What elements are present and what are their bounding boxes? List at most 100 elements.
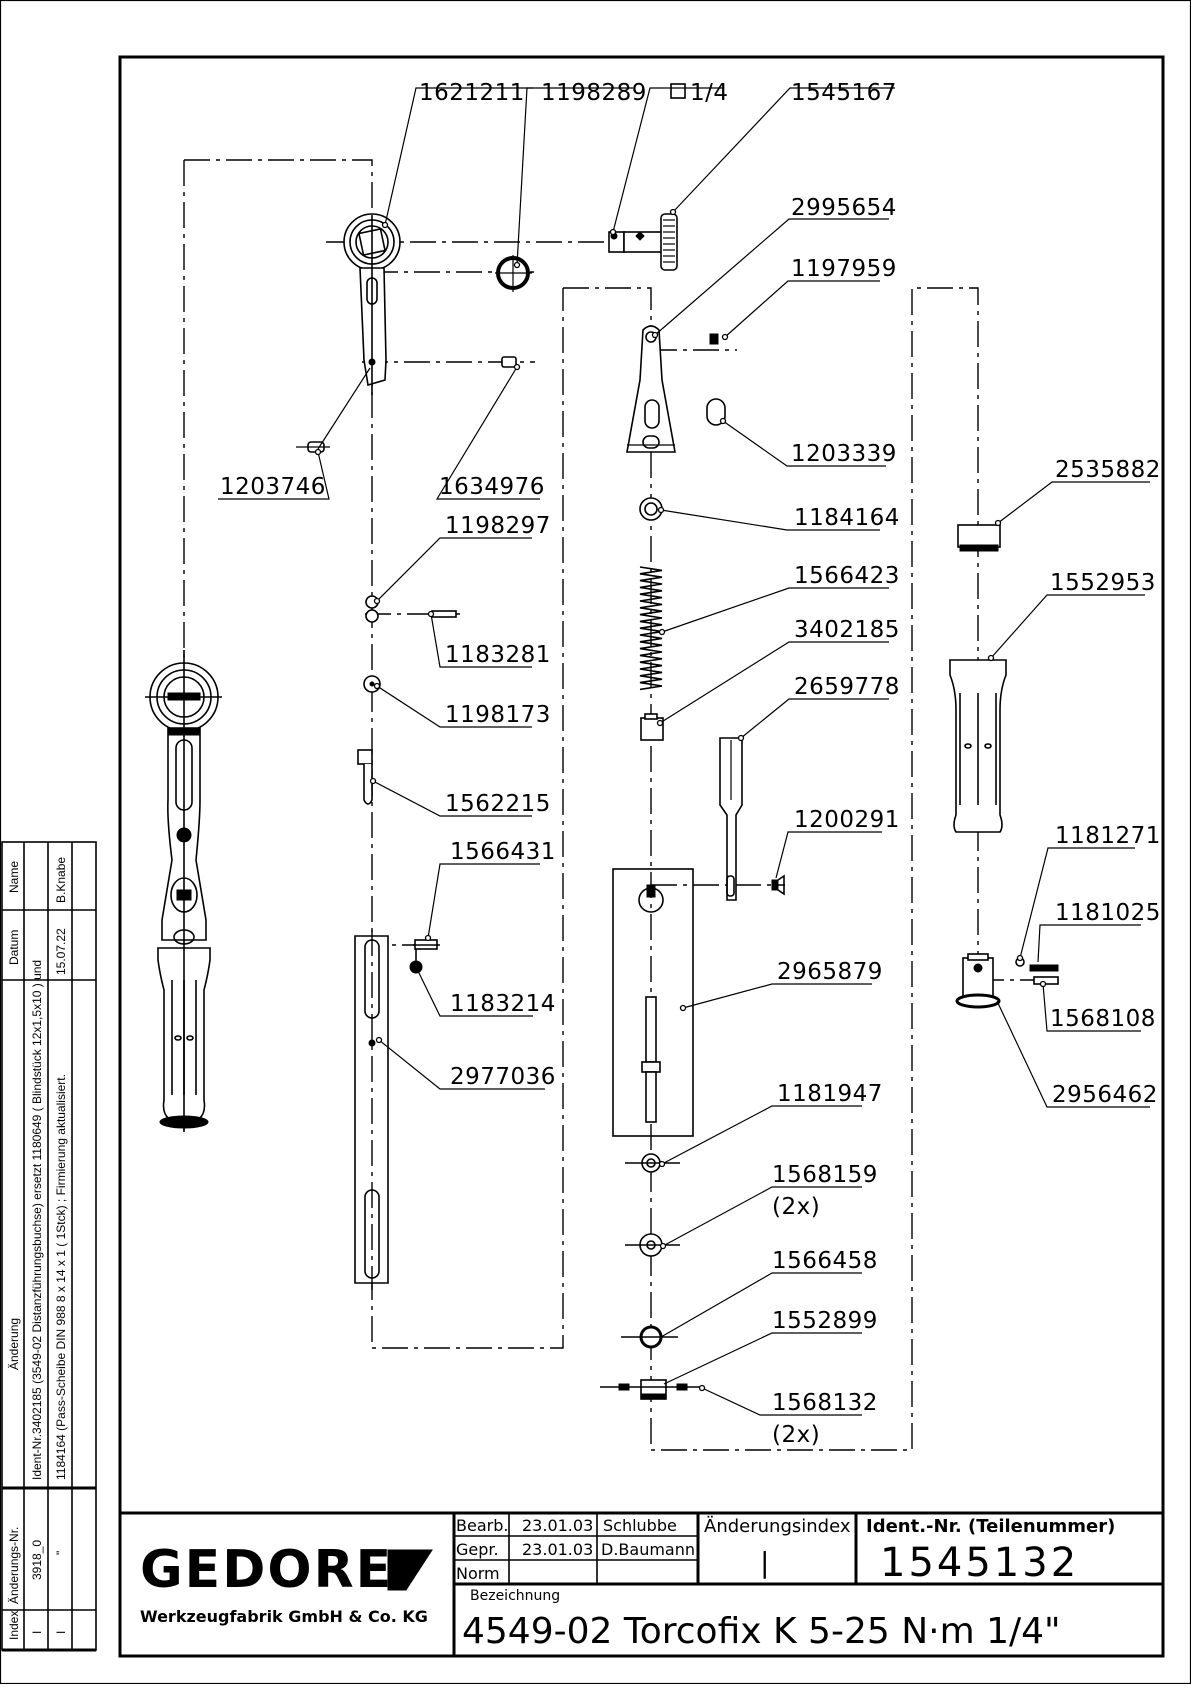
square-drive-icon [670, 83, 686, 99]
ident-value: 1545132 [880, 1540, 1079, 1586]
part-3402185-spacer-bushing [640, 713, 664, 741]
label-1200291: 1200291 [794, 807, 900, 833]
rev-header-change: Änderung [7, 1318, 21, 1370]
part-1181025-spring [1029, 964, 1059, 972]
rev-row1-name: B.Knabe [54, 857, 68, 903]
label-1568159: 1568159 [772, 1162, 878, 1188]
change-index-label: Änderungsindex [704, 1516, 851, 1537]
label-1203339: 1203339 [791, 441, 897, 467]
part-1183214-ball [409, 949, 423, 974]
label-1566458: 1566458 [772, 1248, 878, 1274]
part-1545167-knurled-knob [660, 213, 678, 271]
assembly-centerlines [183, 159, 1060, 1451]
part-1198289-ring [495, 255, 532, 292]
gedore-logo-arrow-icon [387, 1549, 433, 1591]
label-1568132-qty: (2x) [772, 1422, 820, 1448]
part-1552953-grip [949, 659, 1007, 833]
label-1198173: 1198173 [445, 702, 551, 728]
label-3402185: 3402185 [794, 617, 900, 643]
part-1634976-pin [501, 356, 517, 368]
label-2977036: 2977036 [450, 1064, 556, 1090]
row-label-bearb: Bearb. [456, 1516, 508, 1535]
part-square-drive [608, 231, 665, 253]
designation-label: Bezeichnung [470, 1588, 560, 1604]
label-1568132: 1568132 [772, 1390, 878, 1416]
part-1203339-slot-piece [706, 398, 726, 426]
rev-header-change-no: Änderungs-Nr. [7, 1527, 21, 1604]
part-2965879-kit-box [612, 868, 694, 1137]
revision-table: Index Änderungs-Nr. Änderung Datum Name … [1, 841, 97, 1652]
rev-header-index: Index [7, 1611, 21, 1640]
label-1183214: 1183214 [450, 991, 556, 1017]
label-2956462: 2956462 [1052, 1082, 1158, 1108]
label-1568159-qty: (2x) [772, 1194, 820, 1220]
change-index-value: | [760, 1546, 769, 1579]
row-date-bearb: 23.01.03 [522, 1516, 593, 1535]
rev-row2-change: 1184164 (Pass-Scheibe DIN 988 8 x 14 x 1… [54, 1074, 68, 1480]
designation-value: 4549-02 Torcofix K 5-25 N·m 1/4" [462, 1611, 1061, 1652]
label-1566431: 1566431 [450, 839, 556, 865]
part-1566423-spring [639, 566, 663, 691]
drawing-frame [118, 55, 1165, 1658]
row-label-gepr: Gepr. [456, 1540, 499, 1559]
part-1562215-clip [357, 749, 373, 805]
part-1566458-bearing [621, 1325, 678, 1349]
rev-row1-index: I [30, 1631, 44, 1634]
label-1184164: 1184164 [794, 505, 900, 531]
part-1183281-pin [431, 610, 457, 618]
row-name-bearb: Schlubbe [603, 1516, 677, 1535]
leader-dots [314, 208, 1047, 1392]
label-1552953: 1552953 [1050, 570, 1156, 596]
part-2659778-scale [719, 737, 743, 901]
part-1200291-screw [771, 874, 785, 896]
part-1552899-block [600, 1379, 700, 1400]
part-2535882-scale-ring [957, 524, 1001, 552]
company-subtitle: Werkzeugfabrik GmbH & Co. KG [140, 1607, 428, 1626]
label-1198297: 1198297 [445, 513, 551, 539]
part-2956462-end-cap [955, 953, 1001, 1009]
part-labels: 1621211 1198289 1/4 1545167 2995654 1197… [220, 80, 1161, 1448]
rev-header-name: Name [7, 861, 21, 893]
label-1181947: 1181947 [777, 1081, 883, 1107]
label-1634976: 1634976 [439, 474, 545, 500]
title-block: GEDORE Werkzeugfabrik GmbH & Co. KG Bear… [120, 1511, 1163, 1656]
part-2977036-tube [354, 930, 389, 1290]
row-label-norm: Norm [456, 1564, 500, 1583]
assembled-wrench [145, 650, 222, 1132]
part-1621211-ratchet-head [343, 213, 401, 395]
part-1197959-screw [709, 333, 719, 345]
rev-row1-date: 15.07.22 [54, 928, 68, 975]
part-2995654-housing [626, 325, 676, 453]
label-1198289: 1198289 [541, 80, 647, 106]
rev-row1-change-no: 3918_0 [30, 1540, 44, 1580]
rev-header-date: Datum [7, 930, 21, 965]
label-2659778: 2659778 [794, 674, 900, 700]
part-1568159-washer [625, 1233, 680, 1257]
ident-label: Ident.-Nr. (Teilenummer) [866, 1516, 1115, 1537]
label-1562215: 1562215 [445, 791, 551, 817]
label-1181271: 1181271 [1055, 823, 1161, 849]
part-1568108-pin [1033, 976, 1059, 985]
label-1181025: 1181025 [1055, 900, 1161, 926]
leader-lines [218, 87, 1150, 1416]
part-1203746-pin [296, 441, 330, 453]
label-drive-size: 1/4 [690, 80, 729, 106]
row-date-gepr: 23.01.03 [522, 1540, 593, 1559]
row-name-gepr: D.Baumann [601, 1540, 695, 1559]
label-2965879: 2965879 [777, 959, 883, 985]
label-1183281: 1183281 [445, 642, 551, 668]
label-1197959: 1197959 [791, 256, 897, 282]
part-1566431-pin [413, 939, 440, 950]
rev-row2-index: I [54, 1631, 68, 1634]
label-2995654: 2995654 [791, 195, 897, 221]
label-1621211: 1621211 [419, 80, 525, 106]
part-1181947-bearing [625, 1153, 680, 1173]
label-1568108: 1568108 [1050, 1006, 1156, 1032]
gedore-logo: GEDORE [140, 1540, 393, 1600]
rev-row2-change-no: " [54, 1551, 68, 1555]
label-2535882: 2535882 [1055, 457, 1161, 483]
label-1566423: 1566423 [794, 563, 900, 589]
label-1552899: 1552899 [772, 1308, 878, 1334]
rev-row1-change: Ident-Nr.3402185 (3549-02 Distanzführung… [30, 960, 44, 1480]
